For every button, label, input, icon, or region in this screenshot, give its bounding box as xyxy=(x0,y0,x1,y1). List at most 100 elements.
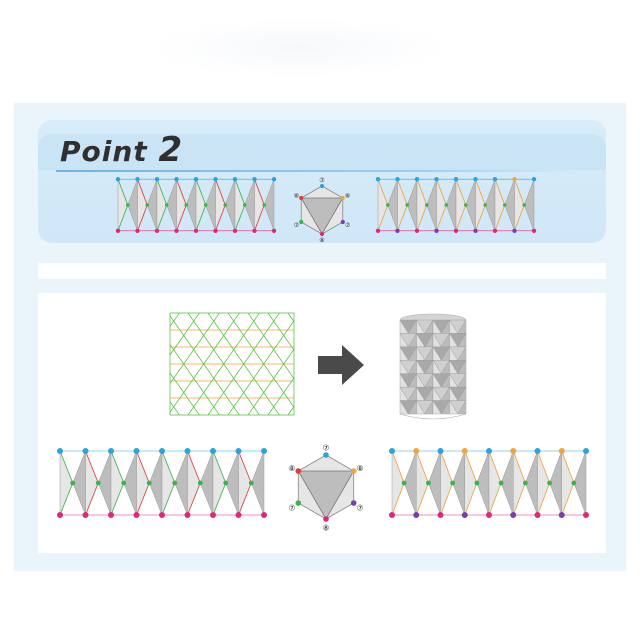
strip-crease xyxy=(475,179,486,206)
strip-dot-bottom xyxy=(389,512,395,518)
strip-crease xyxy=(136,450,150,484)
strip-crease xyxy=(512,450,526,484)
strip-dot-bottom xyxy=(583,512,589,518)
cylinder-facet xyxy=(432,399,442,415)
strip-dot-top xyxy=(534,448,541,454)
strip-dot-middle xyxy=(125,203,130,207)
strip-dot-middle xyxy=(405,203,410,207)
strip-crease xyxy=(254,204,265,231)
strip-face xyxy=(573,450,587,516)
strip-crease xyxy=(475,204,486,231)
grid-diagonal-line xyxy=(170,313,200,356)
strip-dot-top xyxy=(512,177,517,182)
top-zigzag-strip-right xyxy=(375,177,537,233)
strip-dot-bottom xyxy=(461,512,468,518)
hexagon-label-top: ⑦ xyxy=(322,443,329,452)
strip-dot-bottom xyxy=(154,228,160,233)
strip-dot-top xyxy=(235,448,242,454)
hexagon-vertex-dot xyxy=(340,195,345,201)
separator-white-band xyxy=(38,263,606,279)
grid-diagonal-line xyxy=(187,313,260,415)
strip-dot-middle xyxy=(121,480,127,486)
strip-crease xyxy=(176,179,187,206)
strip-dot-bottom xyxy=(115,228,121,233)
cylinder-facet xyxy=(457,399,467,415)
strip-crease xyxy=(110,450,125,484)
strip-dot-middle xyxy=(242,203,247,207)
strip-crease xyxy=(156,204,168,231)
strip-crease xyxy=(377,179,389,206)
point-title-underline xyxy=(56,170,576,172)
strip-crease xyxy=(537,482,550,516)
strip-crease xyxy=(514,204,525,231)
strip-dot-middle xyxy=(522,203,527,207)
strip-dot-bottom xyxy=(174,228,179,233)
strip-dot-bottom xyxy=(437,512,444,518)
strip-dot-bottom xyxy=(558,512,565,518)
strip-dot-middle xyxy=(522,480,528,486)
strip-crease xyxy=(59,482,74,516)
strip-crease xyxy=(415,482,429,516)
strip-dot-top xyxy=(461,448,468,454)
strip-crease xyxy=(85,450,99,484)
strip-crease xyxy=(117,204,129,231)
strip-dot-middle xyxy=(425,480,431,486)
strip-dot-top xyxy=(375,177,381,182)
strip-dot-bottom xyxy=(453,228,459,233)
crease-pattern-icon xyxy=(169,312,295,416)
strip-crease xyxy=(436,179,447,206)
grid-diagonal-line xyxy=(170,313,220,385)
hexagon-label-bottom-left: ⑦ xyxy=(288,503,295,512)
strip-crease xyxy=(397,204,408,231)
hexagon-vertex-dot xyxy=(323,452,329,458)
strip-dot-bottom xyxy=(512,228,517,233)
strip-dot-bottom xyxy=(193,228,199,233)
strip-dot-top xyxy=(558,448,565,454)
strip-dot-bottom xyxy=(261,512,267,518)
strip-crease xyxy=(215,204,226,231)
strip-dot-bottom xyxy=(235,512,242,518)
point-title-word: Point xyxy=(60,135,148,168)
strip-dot-top xyxy=(531,177,537,182)
hexagon-vertex-dot xyxy=(319,183,325,189)
strip-crease xyxy=(377,204,389,231)
strip-dot-middle xyxy=(424,203,429,207)
strip-crease xyxy=(391,450,405,484)
strip-dot-top xyxy=(271,177,277,182)
strip-dot-middle xyxy=(145,203,150,207)
strip-dot-bottom xyxy=(473,228,478,233)
strip-dot-bottom xyxy=(232,228,238,233)
bottom-zigzag-strip-right xyxy=(389,448,589,518)
strip-dot-middle xyxy=(450,480,456,486)
strip-dot-middle xyxy=(184,203,189,207)
strip-crease xyxy=(464,450,478,484)
grid-diagonal-line xyxy=(227,320,294,415)
strip-dot-top xyxy=(492,177,498,182)
strip-dot-top xyxy=(413,448,420,454)
strip-dot-top xyxy=(261,448,267,454)
strip-dot-top xyxy=(108,448,114,454)
strip-crease xyxy=(187,482,201,516)
strip-crease xyxy=(161,450,176,484)
strip-crease xyxy=(440,450,453,484)
strip-crease xyxy=(254,179,265,206)
strip-face xyxy=(250,450,265,516)
strip-dot-top xyxy=(473,177,478,182)
strip-crease xyxy=(455,204,467,231)
strip-dot-top xyxy=(154,177,160,182)
strip-crease xyxy=(238,450,252,484)
strip-dot-bottom xyxy=(133,512,140,518)
cylinder-facet xyxy=(399,399,409,415)
hexagon-label-right: ⑧ xyxy=(357,464,364,473)
strip-dot-top xyxy=(434,177,439,182)
point-title-number: 2 xyxy=(158,130,184,170)
strip-crease xyxy=(512,482,526,516)
strip-dot-top xyxy=(174,177,179,182)
strip-dot-bottom xyxy=(534,512,541,518)
strip-dot-middle xyxy=(401,480,407,486)
strip-dot-bottom xyxy=(413,512,420,518)
strip-dot-bottom xyxy=(213,228,218,233)
cylinder-facet xyxy=(416,399,426,415)
strip-dot-bottom xyxy=(492,228,498,233)
strip-crease xyxy=(561,482,575,516)
